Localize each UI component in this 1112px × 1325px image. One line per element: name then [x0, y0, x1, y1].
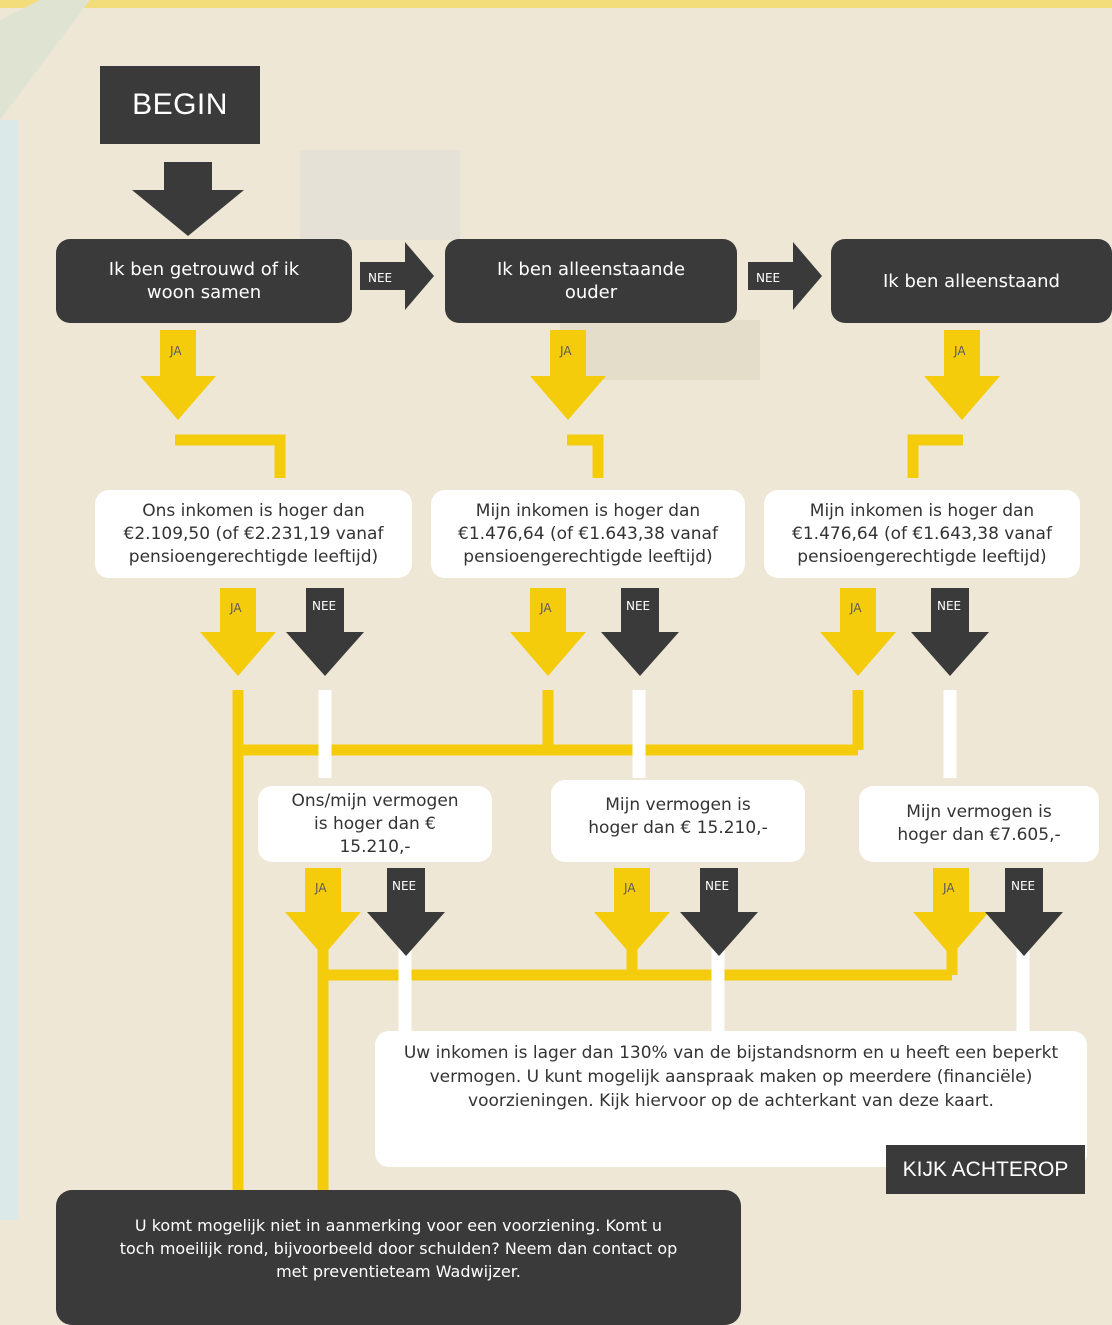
result-not-eligible-box: U komt mogelijk niet in aanmerking voor … [56, 1190, 741, 1325]
income-question-single-box: Mijn inkomen is hoger dan €1.476,64 (of … [764, 490, 1080, 578]
arrow-label-yes: JA [849, 601, 862, 615]
road-corner [0, 0, 90, 120]
arrow-label-no: NEE [937, 599, 961, 613]
assets-question-couple-box: Ons/mijn vermogen is hoger dan € 15.210,… [258, 786, 492, 862]
connector-line [567, 434, 604, 478]
arrow-down-yes [924, 330, 1000, 420]
arrow-label-yes: JA [169, 344, 182, 358]
connector-line [175, 434, 286, 478]
arrow-down [132, 162, 244, 236]
arrow-down-yes [510, 588, 586, 676]
arrow-right-no [360, 242, 434, 310]
arrow-down-yes [594, 868, 670, 956]
arrow-label-yes: JA [559, 344, 572, 358]
arrow-label-no: NEE [705, 879, 729, 893]
top-band [0, 0, 1112, 8]
income-question-couple-box: Ons inkomen is hoger dan €2.109,50 (of €… [95, 490, 412, 578]
income-question-single-parent-box: Mijn inkomen is hoger dan €1.476,64 (of … [431, 490, 745, 578]
arrow-label-no: NEE [1011, 879, 1035, 893]
arrow-label-no: NEE [312, 599, 336, 613]
arrow-down-yes [200, 588, 276, 676]
arrow-down-no [286, 588, 364, 676]
begin-box: BEGIN [100, 66, 260, 144]
question-married-box: Ik ben getrouwd of ik woon samen [56, 239, 352, 323]
building-shape [300, 150, 460, 240]
question-single-parent-box: Ik ben alleenstaande ouder [445, 239, 737, 323]
arrow-label-yes: JA [953, 344, 966, 358]
arrow-down-no [911, 588, 989, 676]
arrow-label-yes: JA [229, 601, 242, 615]
arrow-label-yes: JA [314, 881, 327, 895]
assets-question-single-box: Mijn vermogen is hoger dan €7.605,- [859, 786, 1099, 862]
arrow-down-no [367, 868, 445, 956]
arrow-down-yes [913, 868, 989, 956]
assets-question-single-parent-box: Mijn vermogen is hoger dan € 15.210,- [551, 780, 805, 862]
arrow-label-no: NEE [626, 599, 650, 613]
arrow-down-yes [530, 330, 606, 420]
arrow-down-yes [140, 330, 216, 420]
arrow-down-yes [285, 868, 361, 956]
arrow-down-no [985, 868, 1063, 956]
arrow-label-no: NEE [392, 879, 416, 893]
arrow-label-yes: JA [942, 881, 955, 895]
water-strip [0, 120, 18, 1220]
arrow-down-no [680, 868, 758, 956]
arrow-label-no: NEE [756, 271, 780, 285]
arrow-down-no [601, 588, 679, 676]
arrow-right-no [748, 242, 822, 310]
arrow-label-yes: JA [623, 881, 636, 895]
arrow-label-no: NEE [368, 271, 392, 285]
kijk-achterop-button[interactable]: KIJK ACHTEROP [886, 1145, 1085, 1194]
building-shape [560, 320, 760, 380]
arrow-label-yes: JA [539, 601, 552, 615]
connector-line [907, 434, 963, 478]
arrow-down-yes [820, 588, 896, 676]
question-single-box: Ik ben alleenstaand [831, 239, 1112, 323]
result-low-income-box: Uw inkomen is lager dan 130% van de bijs… [375, 1031, 1087, 1167]
